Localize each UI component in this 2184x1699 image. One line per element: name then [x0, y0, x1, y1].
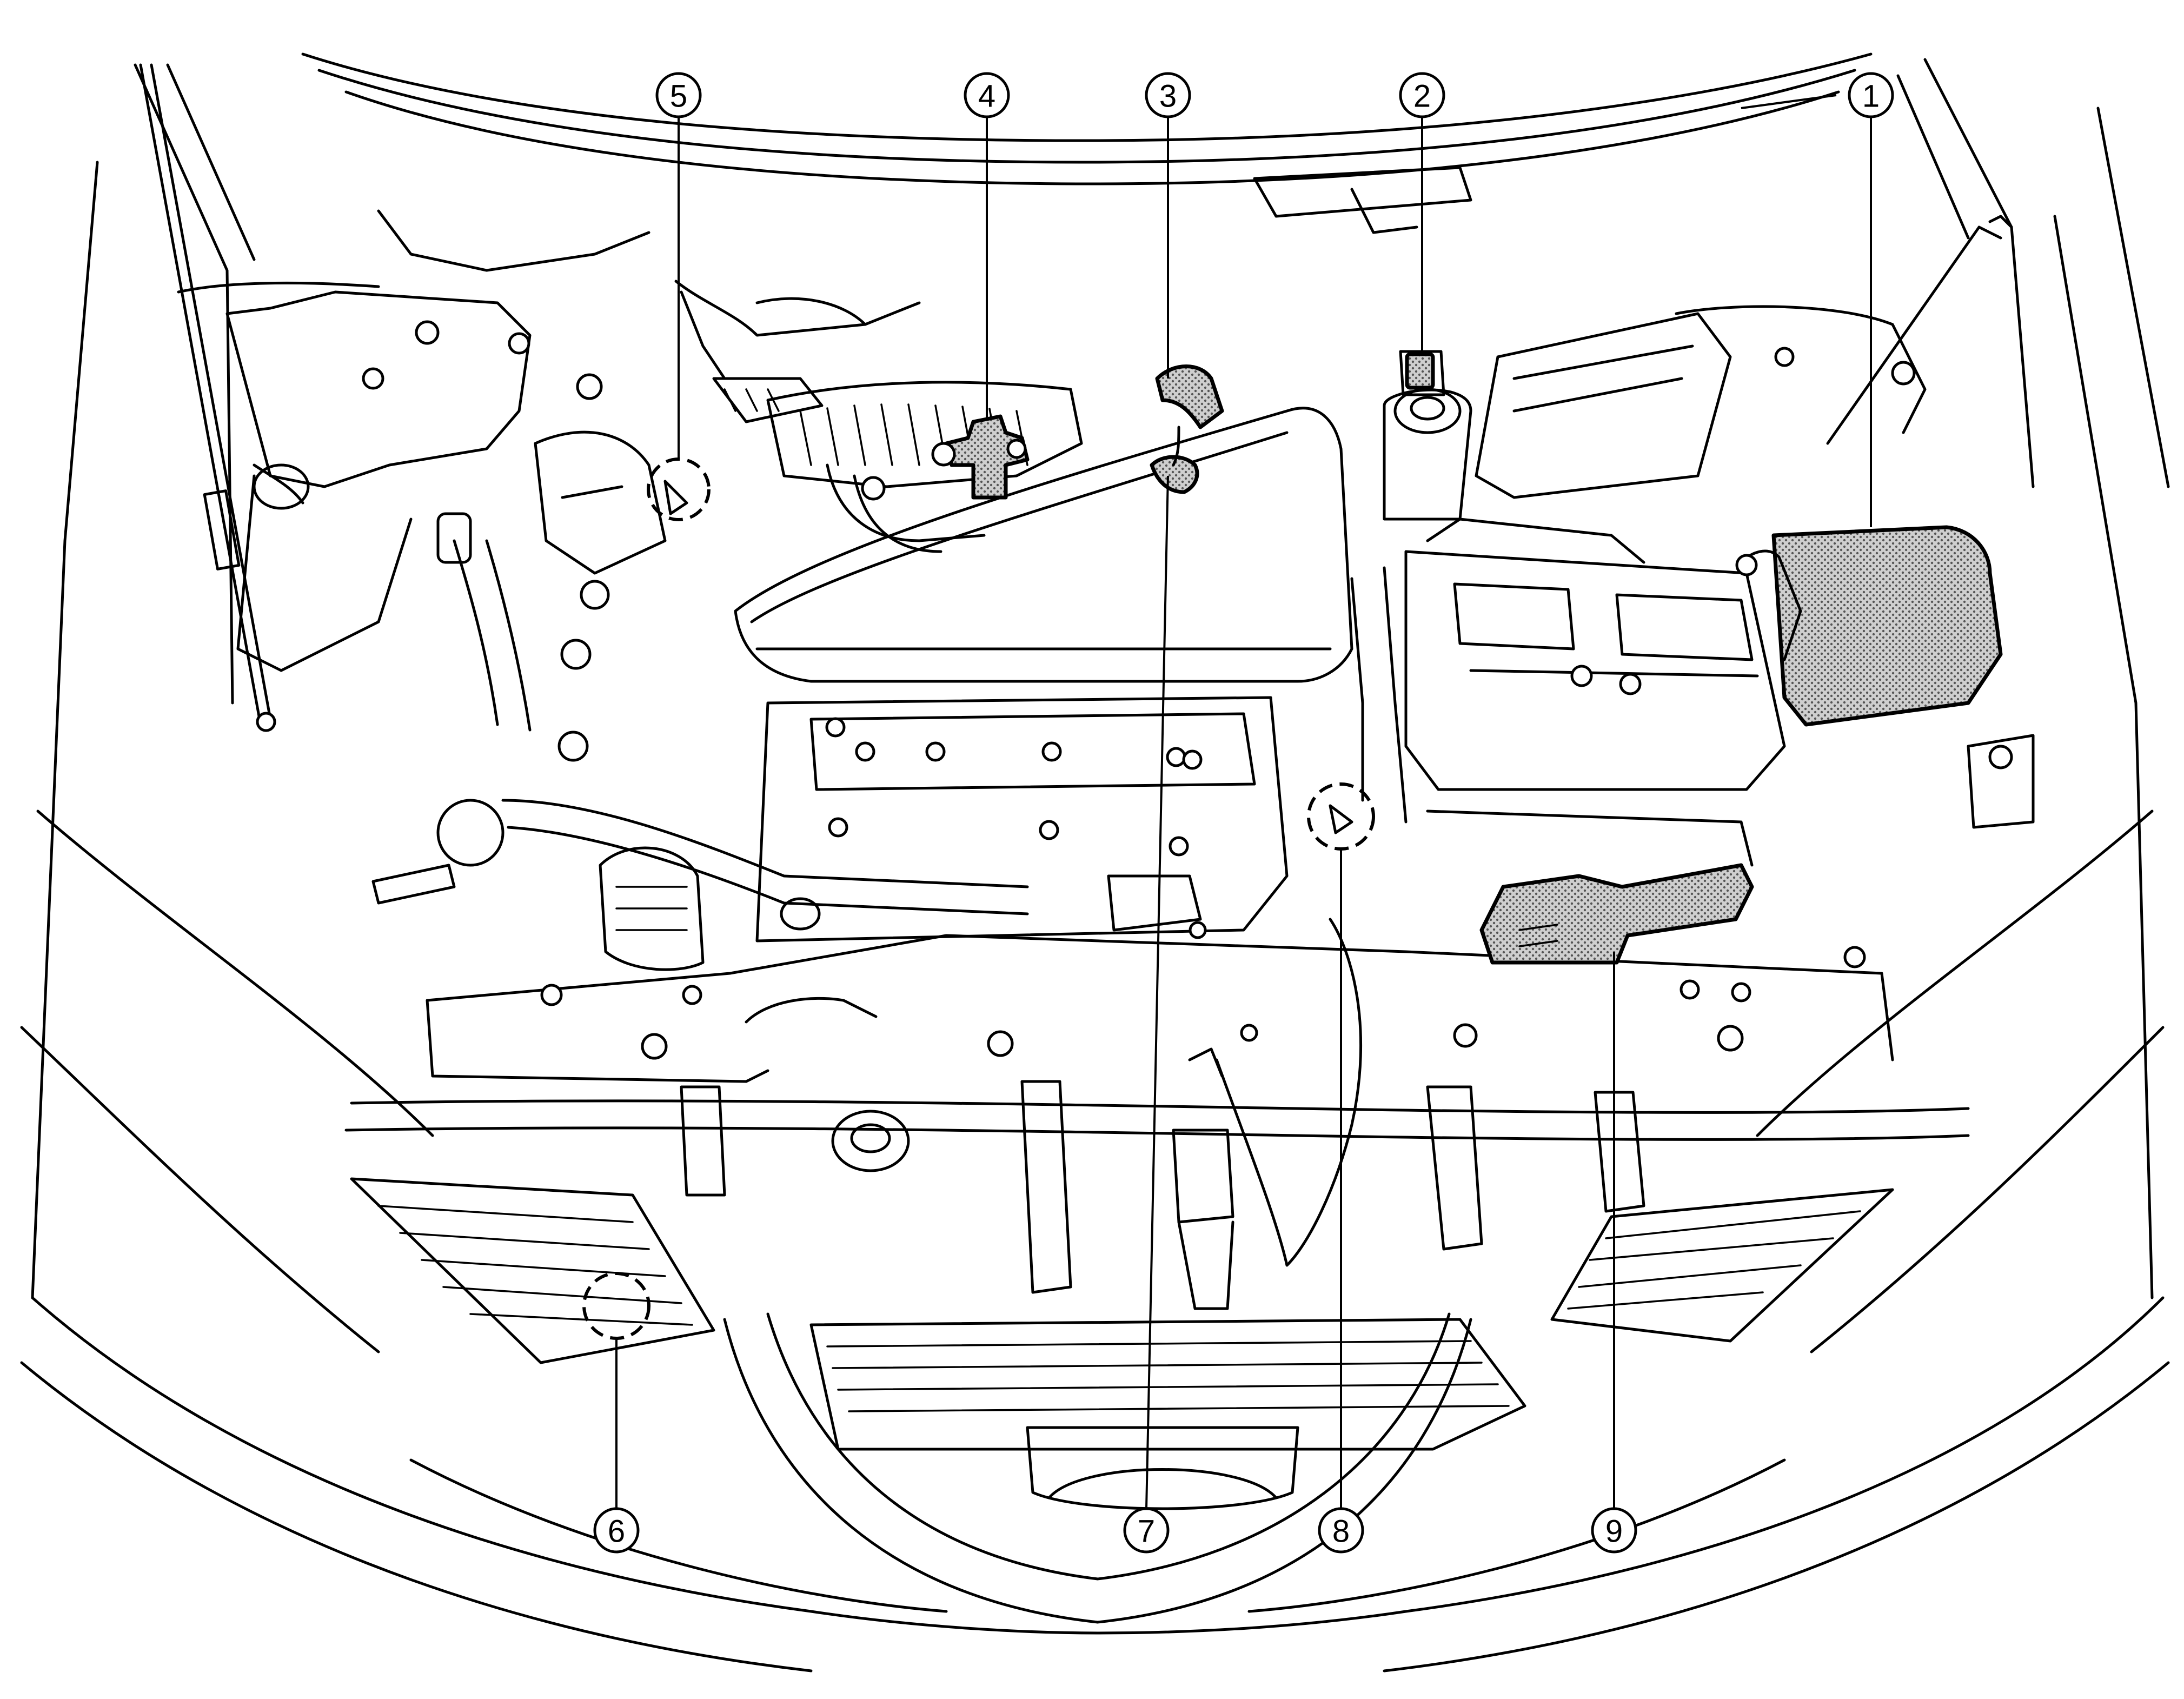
engine-block	[755, 696, 1289, 943]
callout-1-label: 1	[1862, 79, 1880, 114]
fuse-block-cover	[1735, 525, 2003, 727]
intake-duct	[436, 430, 667, 762]
engine-cover	[734, 407, 1353, 683]
front-camera-bowl	[1026, 1426, 1299, 1510]
callout-9: 9	[1591, 1507, 1637, 1554]
center-sensor-assembly	[1172, 918, 1363, 1310]
hood-prop-rod	[139, 63, 276, 732]
location-marker-6	[582, 1272, 650, 1340]
right-strut-tower	[1675, 215, 2035, 968]
component-4-sensor	[931, 414, 1030, 500]
location-marker-5	[647, 457, 711, 521]
upper-hoses	[674, 280, 921, 423]
callout-6: 6	[593, 1507, 640, 1554]
front-bumper	[20, 1296, 2170, 1673]
hood-and-body-outline	[20, 52, 2170, 1353]
callout-4: 4	[964, 72, 1010, 118]
callout-2-label: 2	[1413, 79, 1431, 114]
callout-8-label: 8	[1332, 1514, 1350, 1549]
air-cleaner-box	[1383, 312, 1732, 521]
callout-8: 8	[1318, 1507, 1364, 1554]
location-marker-8	[1307, 782, 1375, 851]
callout-5: 5	[655, 72, 702, 118]
callout-7: 7	[1123, 1507, 1170, 1554]
alternator	[599, 846, 821, 971]
callout-3-label: 3	[1159, 79, 1177, 114]
component-3-sensor-harness	[1150, 364, 1224, 494]
callout-3: 3	[1145, 72, 1191, 118]
left-strut-tower	[177, 281, 603, 672]
callout-9-label: 9	[1605, 1514, 1623, 1549]
component-9-cover	[1479, 863, 1754, 965]
component-2-connector	[1399, 350, 1445, 396]
radiator-support	[344, 934, 1970, 1294]
callout-1: 1	[1848, 72, 1894, 118]
callout-4-label: 4	[978, 79, 995, 114]
front-grille	[350, 1177, 1894, 1624]
washer-reservoir	[371, 799, 1029, 915]
callout-5-label: 5	[670, 79, 687, 114]
callout-7-label: 7	[1138, 1514, 1155, 1549]
battery	[1350, 517, 1786, 867]
callout-leaders	[615, 94, 1872, 1509]
callout-6-label: 6	[608, 1514, 625, 1549]
callout-2: 2	[1399, 72, 1445, 118]
